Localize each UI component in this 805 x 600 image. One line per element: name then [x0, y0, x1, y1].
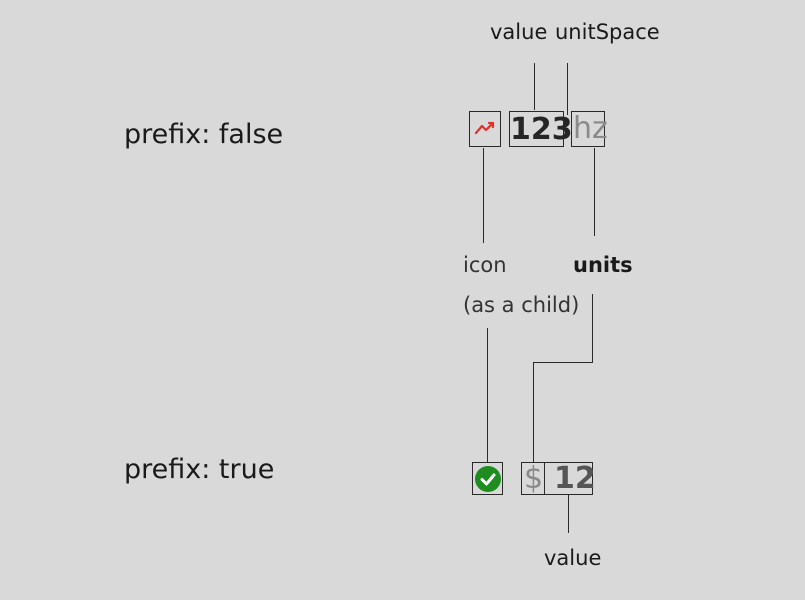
callout-value-bottom: value [544, 546, 602, 570]
row-label-prefix-true: prefix: true [124, 454, 275, 485]
value-text-top: 123 [510, 112, 573, 147]
connector-icon-bottom [487, 328, 488, 462]
connector-units-top [594, 148, 595, 236]
callout-unit-space: unitSpace [555, 20, 660, 44]
connector-units-bottom-c [533, 362, 534, 462]
trending-up-icon [474, 121, 495, 135]
icon-box-bottom [472, 462, 503, 495]
callout-icon-note: (as a child) [463, 293, 580, 317]
connector-units-bottom-b [533, 362, 593, 363]
value-box-top: 123 [509, 111, 573, 147]
callout-icon: icon [463, 253, 507, 277]
icon-box-top [469, 111, 501, 147]
check-circle-icon [474, 465, 501, 492]
value-text-bottom: 12 [554, 461, 596, 496]
callout-value-top: value [490, 20, 548, 44]
connector-icon-top [483, 148, 484, 243]
prefix-units-text: $ [524, 461, 544, 496]
connector-unit-space [567, 63, 568, 115]
units-text-top: hz [573, 111, 608, 146]
value-box-bottom: 12 [544, 461, 596, 496]
row-label-prefix-false: prefix: false [124, 119, 284, 150]
prefix-units-box: $ [521, 462, 545, 495]
connector-units-bottom-a [592, 294, 593, 363]
connector-value-top [534, 63, 535, 110]
units-box-top: hz [571, 111, 608, 147]
connector-value-bottom [568, 495, 569, 533]
callout-units: units [573, 253, 633, 277]
